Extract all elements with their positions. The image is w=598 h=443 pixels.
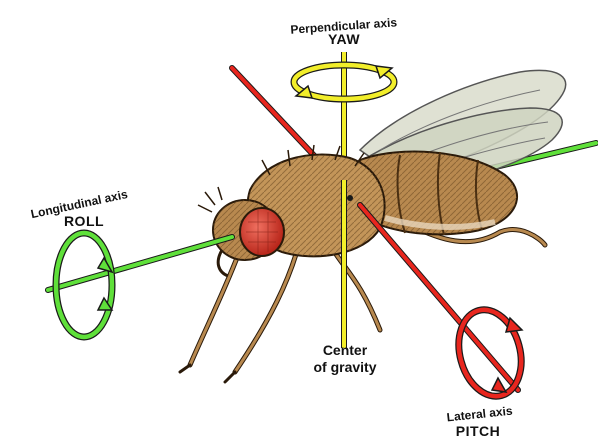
roll-label: ROLL bbox=[64, 213, 104, 229]
pitch-axis-label: Lateral axis bbox=[446, 404, 513, 425]
roll-axis-rod-front bbox=[48, 237, 232, 290]
center-of-gravity-line1: Center bbox=[323, 342, 368, 358]
pitch-label: PITCH bbox=[456, 423, 501, 439]
center-of-gravity-line2: of gravity bbox=[313, 359, 376, 375]
yaw-label: YAW bbox=[328, 31, 360, 47]
fly-eye bbox=[240, 208, 284, 256]
center-of-gravity-point bbox=[347, 195, 353, 201]
